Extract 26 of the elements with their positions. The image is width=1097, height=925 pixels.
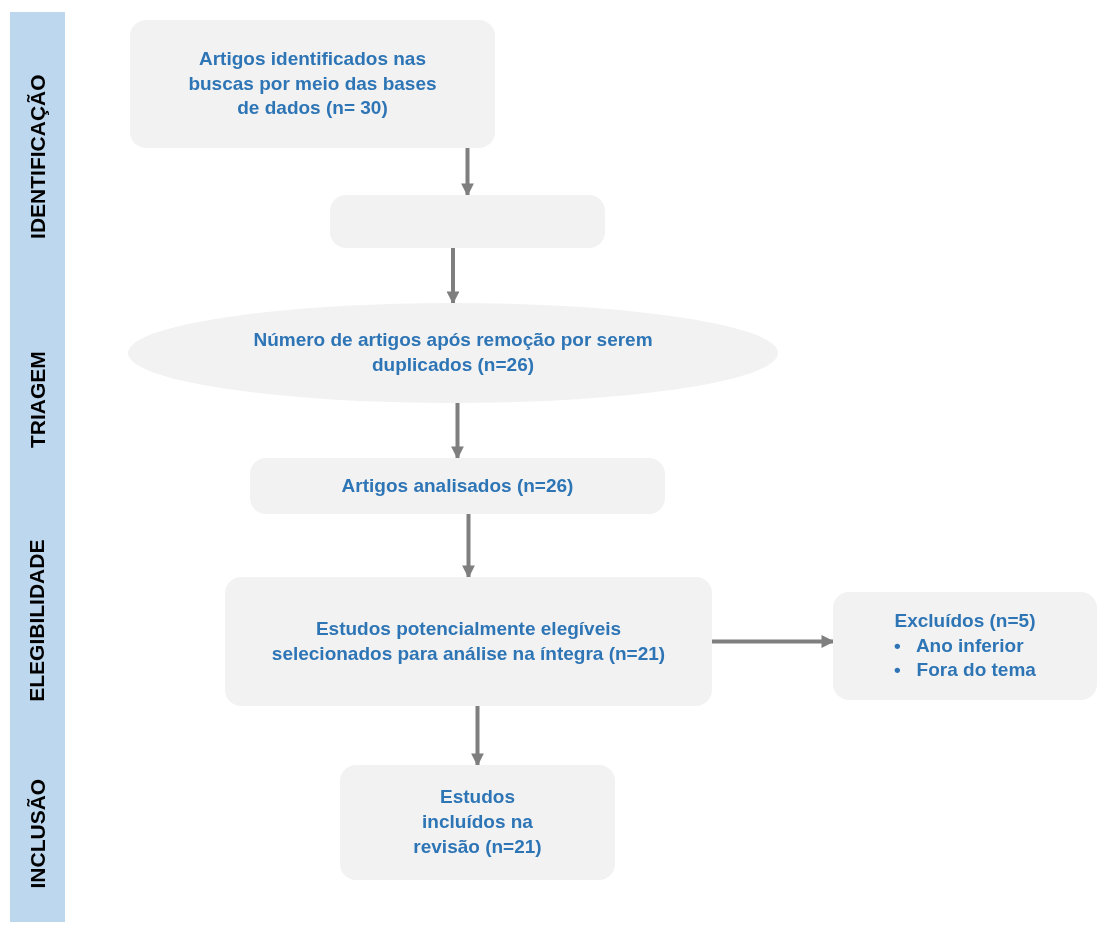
box-text: Estudos potencialmente elegíveis selecionados para análise na íntegra (n=21)	[270, 616, 667, 666]
arrow	[461, 148, 474, 197]
bullet-item: • Fora do tema	[894, 658, 1036, 683]
box-heading: Excluídos (n=5)	[894, 608, 1036, 633]
exclusion-box	[833, 592, 1097, 700]
stage-label: ELEGIBILIDADE	[24, 539, 50, 703]
arrow	[712, 635, 835, 648]
process-box	[250, 458, 665, 514]
box-text: Artigos analisados (n=26)	[341, 473, 574, 498]
arrow	[446, 248, 460, 305]
stage-label: INCLUSÃO	[24, 778, 50, 889]
bullet-item: • Ano inferior	[894, 633, 1025, 658]
box-text: Artigos identificados nas buscas por meio das bases de dados (n= 30)	[187, 46, 438, 121]
stage-label: TRIAGEM	[24, 351, 50, 448]
process-box	[130, 20, 495, 148]
arrow	[462, 514, 475, 579]
stage-label: IDENTIFICAÇÃO	[24, 74, 50, 240]
stage-band	[10, 12, 65, 302]
arrow	[451, 403, 464, 460]
process-box	[340, 765, 615, 880]
arrow	[471, 706, 484, 767]
process-box	[225, 577, 712, 706]
box-text: Estudos incluídos na revisão (n=21)	[412, 785, 543, 859]
process-box	[330, 195, 605, 248]
box-text: Número de artigos após remoção por serem duplicados (n=26)	[252, 328, 654, 377]
stage-band	[10, 745, 65, 922]
